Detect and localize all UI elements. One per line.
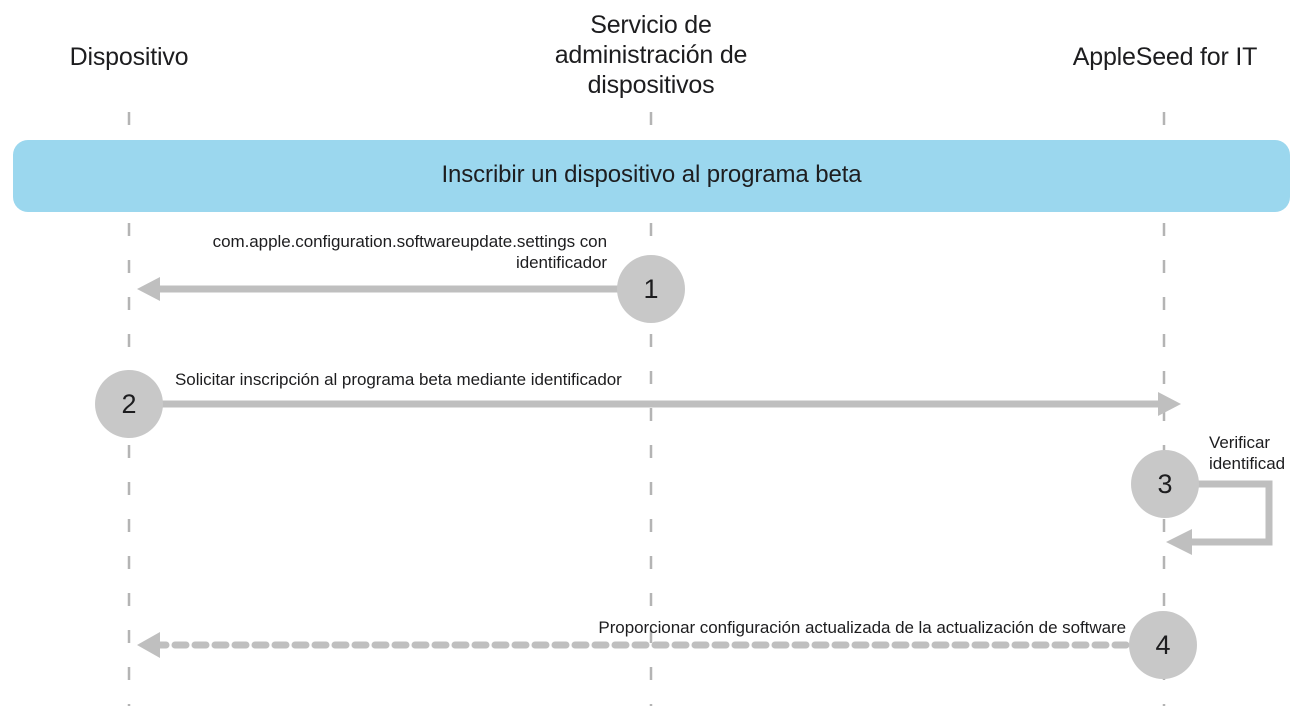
message-arrow-step-3 [1166,480,1273,555]
banner-bar [13,140,1290,212]
step-marker-4 [1129,611,1197,679]
message-arrow-step-4 [137,632,1134,658]
step-marker-3 [1131,450,1199,518]
step-marker-2 [95,370,163,438]
step-markers [95,255,1199,679]
message-arrow-step-1 [137,277,640,301]
message-arrow-step-2 [140,392,1181,416]
step-marker-1 [617,255,685,323]
